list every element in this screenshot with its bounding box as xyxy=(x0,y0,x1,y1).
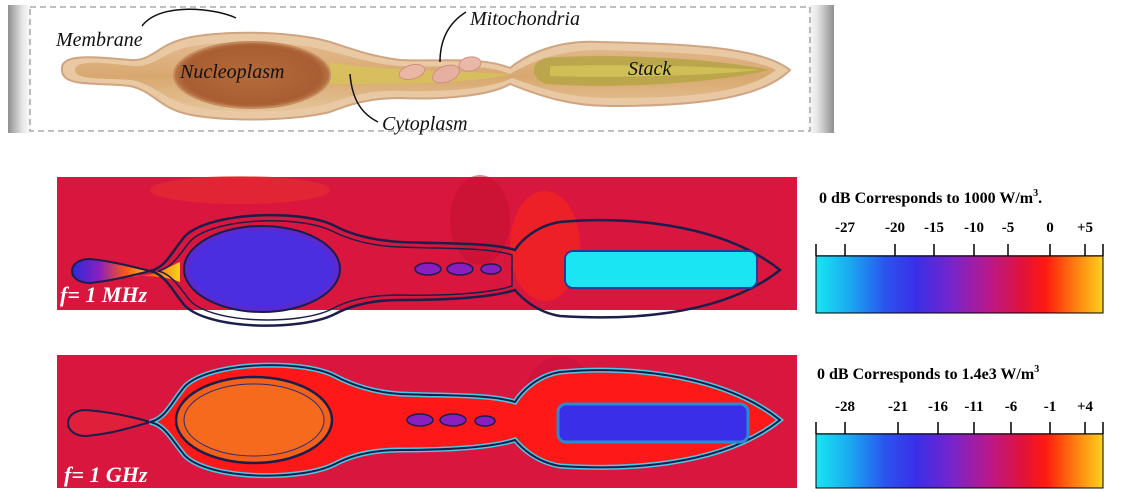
left-electrode xyxy=(8,5,32,133)
colorbar-tick-label: 0 xyxy=(1046,220,1054,236)
colorbar-tick-label: -11 xyxy=(964,399,983,415)
colorbar-1mhz: 0 dB Corresponds to 1000 W/m3. -27 -20 -15… xyxy=(816,188,1103,313)
colorbar-gradient xyxy=(816,434,1103,488)
mitochondria-label: Mitochondria xyxy=(469,8,580,30)
colorbar-tick-label: -21 xyxy=(888,399,908,415)
colorbar-tick-label: -16 xyxy=(928,399,948,415)
colorbar-tick-label: -1 xyxy=(1044,399,1057,415)
nucleus-core xyxy=(184,384,324,456)
mitochondrion-3 xyxy=(475,416,495,426)
stack-region xyxy=(558,404,748,442)
mitochondrion-2 xyxy=(440,414,466,426)
membrane-label: Membrane xyxy=(55,29,143,51)
mitochondrion-1 xyxy=(407,414,433,426)
colorbar-gradient xyxy=(816,256,1103,313)
nucleus-core xyxy=(190,231,334,307)
field-hotspot xyxy=(150,176,330,204)
nucleoplasm-label: Nucleoplasm xyxy=(179,61,284,83)
colorbar-tick-label: -20 xyxy=(885,220,905,236)
colorbar-title: 0 dB Corresponds to 1.4e3 W/m3 xyxy=(817,364,1039,383)
mitochondrion-3 xyxy=(481,264,501,274)
colorbar-tick-label: -28 xyxy=(835,399,855,415)
mitochondrion-1 xyxy=(415,263,441,275)
mitochondrion-2 xyxy=(447,263,473,275)
colorbar-title: 0 dB Corresponds to 1000 W/m3. xyxy=(819,188,1042,207)
field-hotspot xyxy=(450,175,510,265)
cell-schematic: Membrane Nucleoplasm Mitochondria Stack … xyxy=(8,5,834,135)
stack-label: Stack xyxy=(628,58,672,80)
field-map-1ghz: f= 1 GHz xyxy=(57,355,797,488)
membrane-leader xyxy=(142,9,236,26)
colorbar-tick-label: -6 xyxy=(1005,399,1018,415)
mitochondria-leader xyxy=(440,12,466,62)
frequency-label: f= 1 GHz xyxy=(64,462,148,487)
colorbar-tick-label: -27 xyxy=(835,220,855,236)
colorbar-tick-label: -15 xyxy=(924,220,944,236)
stack-region xyxy=(565,251,757,288)
colorbar-tick-label: -10 xyxy=(964,220,984,236)
colorbar-tick-label: -5 xyxy=(1002,220,1015,236)
field-map-1mhz: f= 1 MHz xyxy=(57,175,797,326)
colorbar-1ghz: 0 dB Corresponds to 1.4e3 W/m3 -28 -21 -16… xyxy=(816,364,1103,488)
frequency-label: f= 1 MHz xyxy=(60,282,148,307)
colorbar-tick-label: +5 xyxy=(1077,220,1093,236)
colorbar-tick-label: +4 xyxy=(1077,399,1094,415)
cytoplasm-label: Cytoplasm xyxy=(382,113,468,135)
